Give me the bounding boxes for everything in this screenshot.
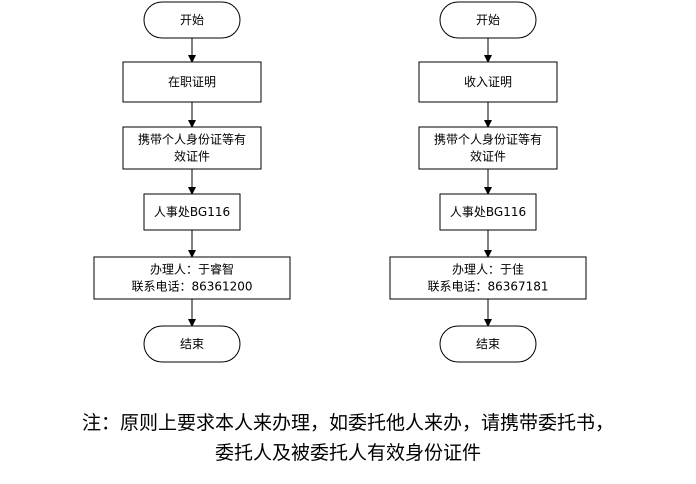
instruction-note: 注：原则上要求本人来办理，如委托他人来办，请携带委托书， 委托人及被委托人有效身… xyxy=(0,408,696,468)
process-box xyxy=(418,126,558,170)
process-node-4: 人事处BG116 xyxy=(143,193,241,231)
node-label-line: 效证件 xyxy=(470,149,506,164)
node-label-line: 人事处BG116 xyxy=(154,205,230,219)
node-label-line: 结束 xyxy=(180,337,204,351)
process-box xyxy=(122,61,262,103)
node-label-line: 结束 xyxy=(476,337,500,351)
process-box xyxy=(143,193,241,231)
terminal-node-6: 结束 xyxy=(439,325,537,363)
process-box xyxy=(439,193,537,231)
node-label-line: 在职证明 xyxy=(168,75,216,89)
terminal-node-1: 开始 xyxy=(143,1,241,39)
process-box xyxy=(389,256,587,300)
node-label-line: 收入证明 xyxy=(464,75,512,89)
node-label-line: 开始 xyxy=(476,13,500,27)
terminal-shape xyxy=(439,325,537,363)
terminal-node-6: 结束 xyxy=(143,325,241,363)
node-label-line: 效证件 xyxy=(174,149,210,164)
note-line-2: 委托人及被委托人有效身份证件 xyxy=(214,442,481,464)
node-label-line: 人事处BG116 xyxy=(450,205,526,219)
node-label-line: 联系电话：86361200 xyxy=(131,280,252,294)
process-node-4: 人事处BG116 xyxy=(439,193,537,231)
process-node-2: 收入证明 xyxy=(418,61,558,103)
terminal-shape xyxy=(143,325,241,363)
terminal-node-1: 开始 xyxy=(439,1,537,39)
note-line-1: 注：原则上要求本人来办理，如委托他人来办，请携带委托书， xyxy=(81,412,614,434)
node-label-line: 办理人：于睿智 xyxy=(150,262,234,277)
flowchart-diagram: 开始在职证明携带个人身份证等有效证件人事处BG116办理人：于睿智联系电话：86… xyxy=(93,1,587,363)
node-label-line: 携带个人身份证等有 xyxy=(434,132,542,147)
node-label-line: 联系电话：86367181 xyxy=(427,280,548,294)
process-box xyxy=(93,256,291,300)
node-label-line: 携带个人身份证等有 xyxy=(138,132,246,147)
process-node-2: 在职证明 xyxy=(122,61,262,103)
node-label-line: 办理人：于佳 xyxy=(452,262,524,277)
node-label-line: 开始 xyxy=(180,13,204,27)
